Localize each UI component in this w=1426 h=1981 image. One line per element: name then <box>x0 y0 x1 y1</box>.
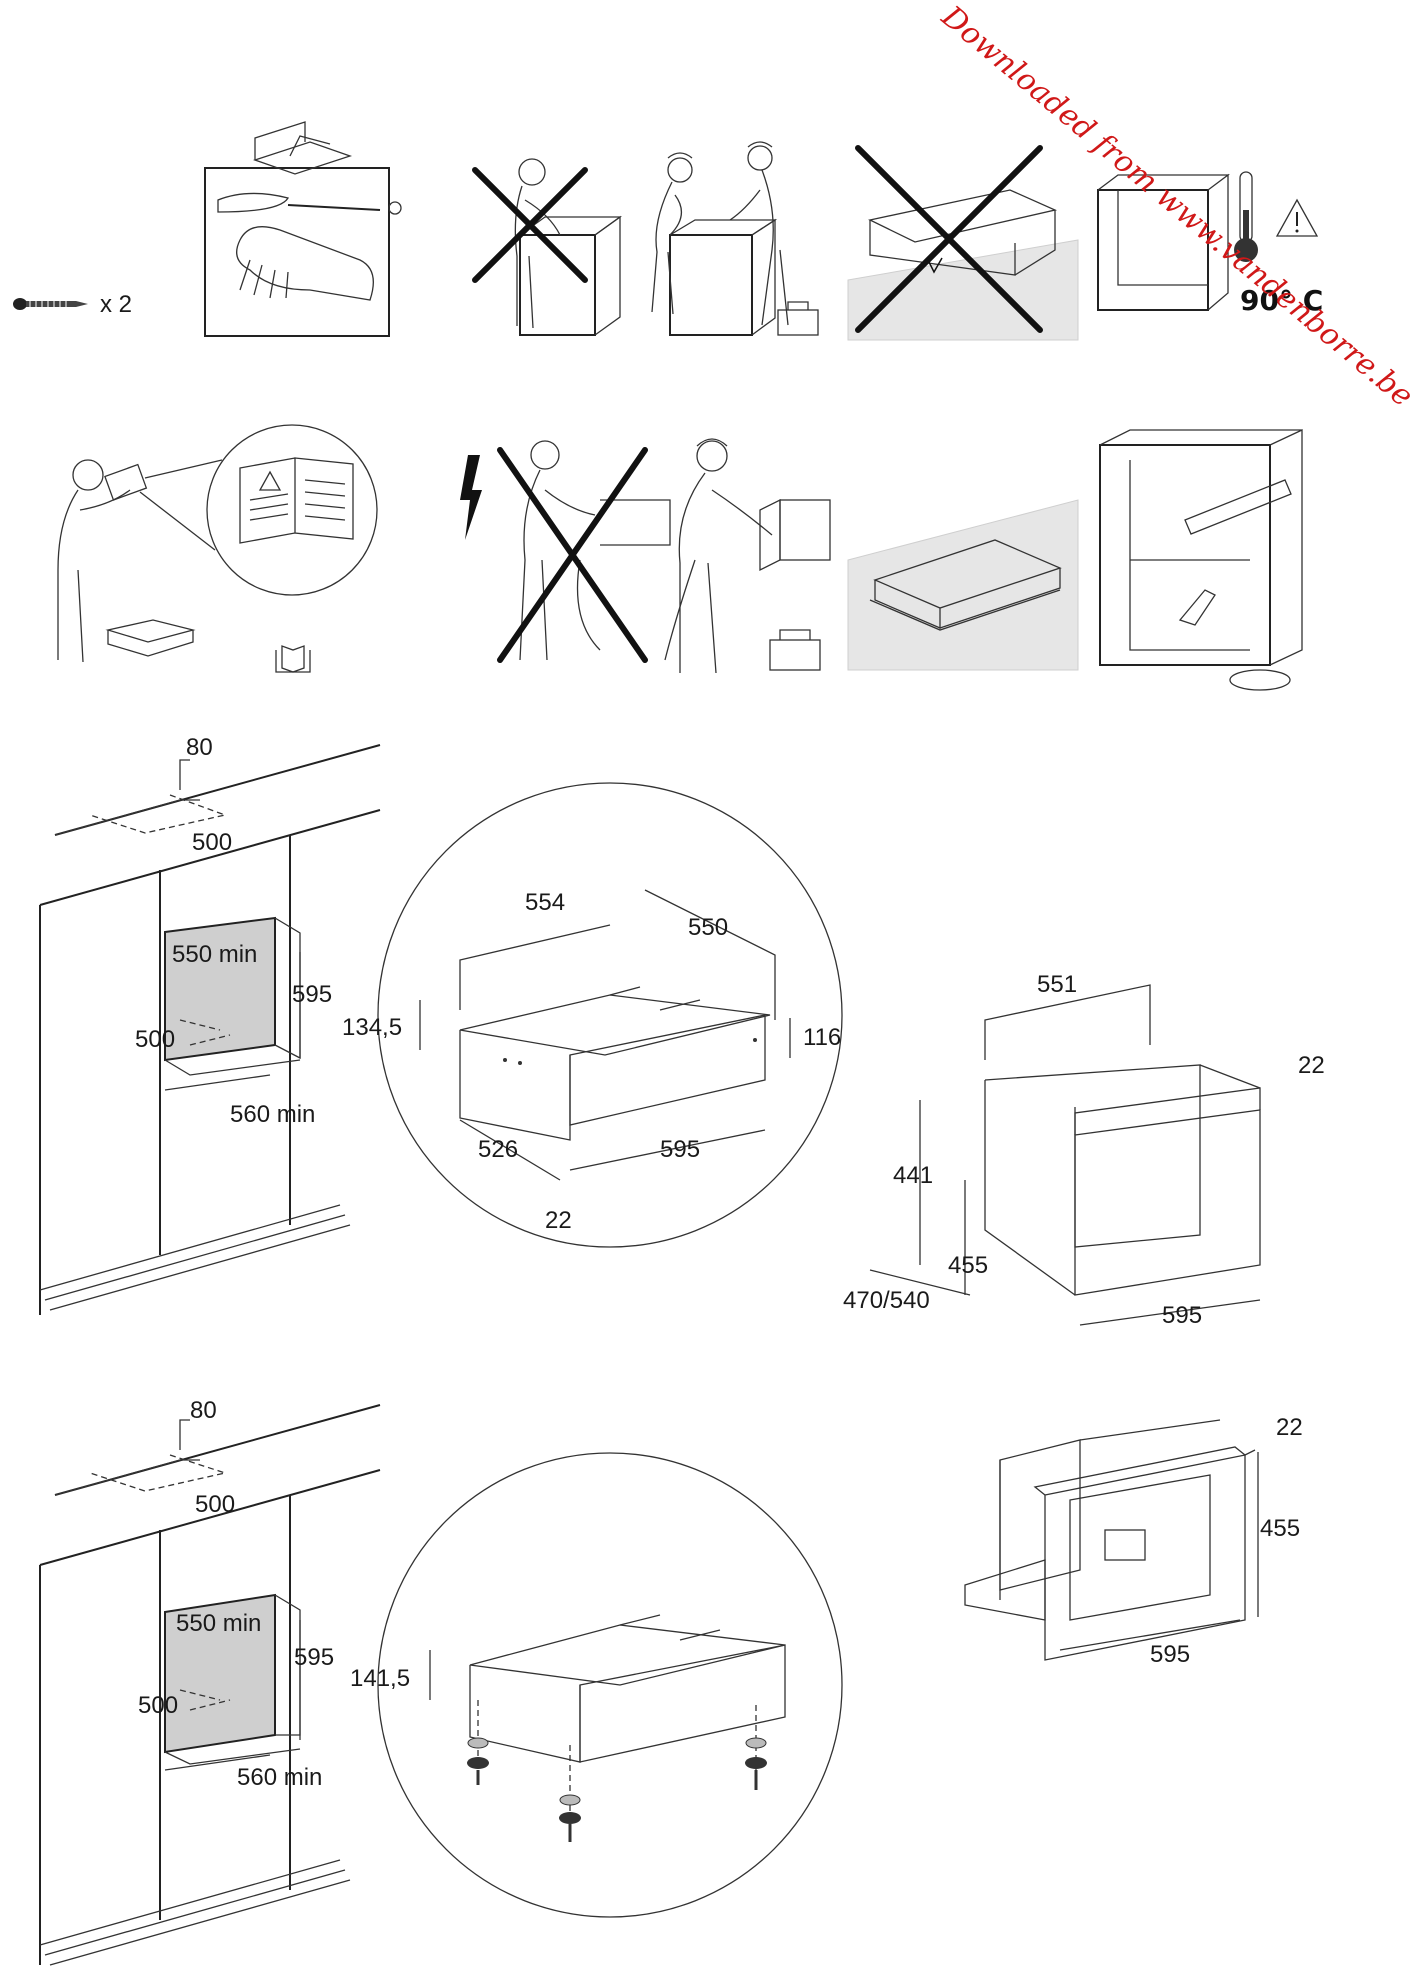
appliance-bottom-height: 455 <box>1260 1515 1300 1542</box>
niche-top-height: 595 <box>292 981 332 1008</box>
toolbox-icon <box>769 629 821 671</box>
read-manual <box>57 424 378 673</box>
niche-bottom-height-min: 550 min <box>176 1610 261 1637</box>
drawer-unpacked <box>847 460 1079 671</box>
appliance-top-height-total: 455 <box>948 1252 988 1279</box>
leveling-feet <box>467 1700 767 1842</box>
temperature-label: 90° C <box>1240 284 1323 317</box>
niche-bottom-diagram <box>39 1404 381 1966</box>
drawer-bottom-height: 141,5 <box>350 1665 410 1692</box>
drawer-bottom-diagram <box>377 1452 843 1918</box>
thermometer-icon <box>1234 171 1258 262</box>
manual-book-icon <box>275 645 311 673</box>
two-person-lift <box>651 141 819 336</box>
screwdriver-icon <box>217 192 402 215</box>
drawer-top-height-right: 116 <box>803 1024 841 1051</box>
appliance-top-depth-range: 470/540 <box>843 1287 930 1314</box>
screw-icon <box>13 298 88 310</box>
niche-bottom-vent: 80 <box>190 1397 217 1424</box>
appliance-top-height-body: 441 <box>893 1162 933 1189</box>
appliance-top-width: 595 <box>1162 1302 1202 1329</box>
appliance-top-panel-thickness: 22 <box>1298 1052 1325 1079</box>
appliance-top-depth: 551 <box>1037 971 1077 998</box>
electrician-install <box>664 438 831 674</box>
niche-top-vent: 80 <box>186 734 213 761</box>
niche-top-diagram <box>39 744 381 1315</box>
cabinet-heat-warning <box>1097 171 1319 311</box>
niche-top-inner-depth: 500 <box>135 1026 175 1053</box>
niche-top-depth: 500 <box>192 829 232 856</box>
niche-top-width-min: 560 min <box>230 1101 315 1128</box>
appliance-bottom-panel-thickness: 22 <box>1276 1414 1303 1441</box>
toolbox-icon <box>777 301 819 336</box>
cabinet-clean <box>1099 428 1303 691</box>
niche-bottom-depth: 500 <box>195 1491 235 1518</box>
niche-bottom-width-min: 560 min <box>237 1764 322 1791</box>
single-lift-prohibited <box>472 158 623 336</box>
drawer-top-width: 554 <box>525 889 565 916</box>
niche-bottom-height: 595 <box>294 1644 334 1671</box>
niche-bottom-inner-depth: 500 <box>138 1692 178 1719</box>
appliance-top-diagram <box>869 984 1261 1326</box>
tools-panel <box>204 121 402 337</box>
drawer-top-front-width: 595 <box>660 1136 700 1163</box>
warning-triangle-icon <box>1275 198 1319 237</box>
drawer-top-depth: 550 <box>688 914 728 941</box>
screw-count: x 2 <box>100 291 132 318</box>
drawer-top-inner-depth: 526 <box>478 1136 518 1163</box>
drawer-top-diagram <box>377 782 843 1248</box>
appliance-bottom-width: 595 <box>1150 1641 1190 1668</box>
lightning-icon <box>460 455 482 540</box>
gloves-icon <box>236 226 374 301</box>
electrical-work-prohibited <box>460 440 671 663</box>
damaged-packaging-prohibited <box>847 140 1079 341</box>
drawer-top-height-left: 134,5 <box>342 1014 402 1041</box>
toolbox-icon <box>252 121 353 175</box>
drawer-top-front-thickness: 22 <box>545 1207 572 1234</box>
appliance-bottom-diagram <box>964 1419 1259 1661</box>
niche-top-height-min: 550 min <box>172 941 257 968</box>
